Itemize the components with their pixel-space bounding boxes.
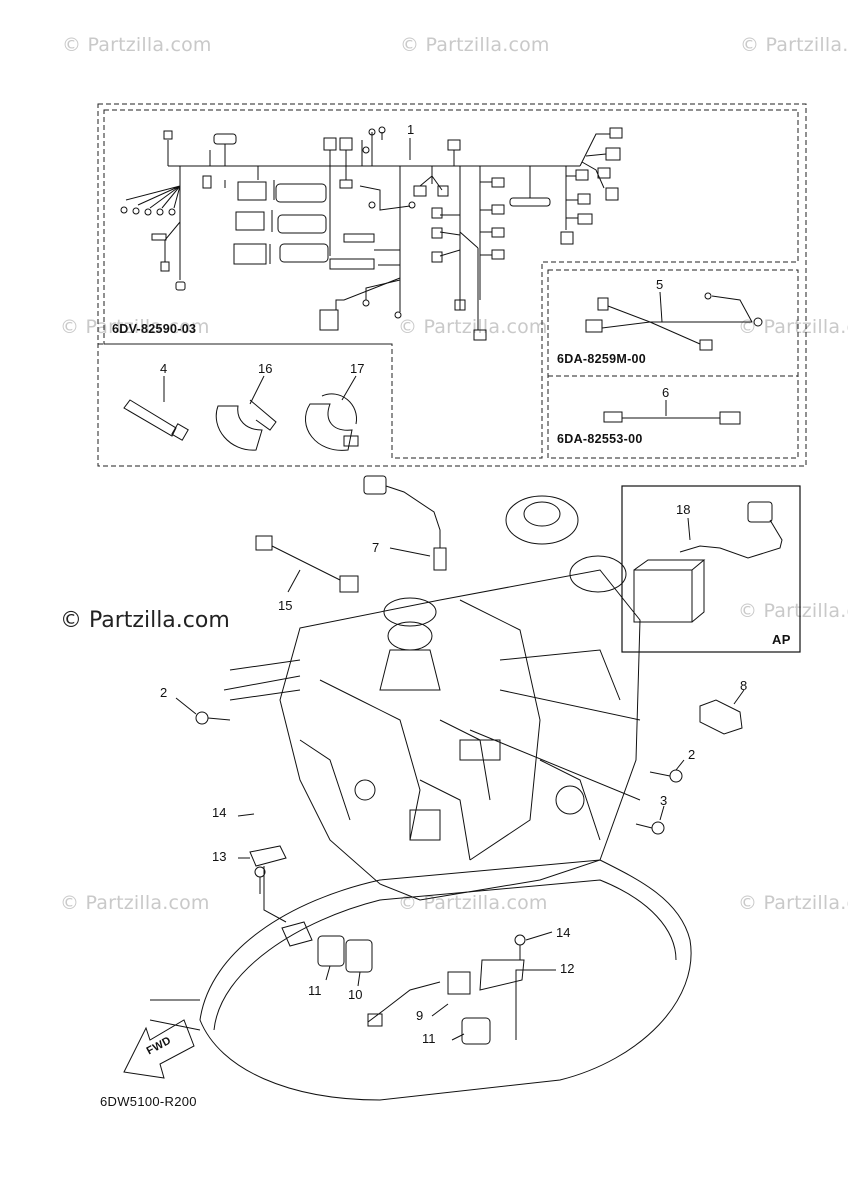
engine-block	[223, 495, 641, 901]
fwd-arrow	[123, 1019, 195, 1079]
watermark: © Partzilla.com	[60, 892, 210, 914]
callout-16: 16	[258, 361, 273, 376]
callout-13: 13	[212, 849, 227, 864]
sensor-7	[363, 475, 447, 571]
watermark: © Partzilla.com	[62, 34, 212, 56]
ap-box	[621, 485, 801, 653]
watermark: © Partzilla.com	[738, 316, 848, 338]
callout-10: 10	[348, 987, 363, 1002]
kit-code-sub-harness-5: 6DA-8259M-00	[557, 352, 647, 366]
callout-2-left: 2	[160, 685, 168, 700]
tie-strap	[123, 399, 189, 441]
watermark-featured: © Partzilla.com	[60, 608, 230, 633]
callout-11-left: 11	[308, 983, 322, 998]
callout-3: 3	[660, 793, 668, 808]
callout-4: 4	[160, 361, 168, 376]
sensor-15	[255, 535, 359, 593]
sub-harness-5	[585, 292, 763, 351]
watermark: © Partzilla.com	[400, 34, 550, 56]
figure-reference: 6DW5100-R200	[100, 1094, 197, 1109]
sub-harness-6	[603, 411, 741, 425]
clamp-17	[305, 393, 359, 451]
kit-code-sub-harness-6: 6DA-82553-00	[557, 432, 643, 446]
bolts	[195, 711, 683, 960]
callout-15: 15	[278, 598, 293, 613]
bracket-13	[249, 845, 287, 867]
callout-17: 17	[350, 361, 365, 376]
callout-14-left: 14	[212, 805, 227, 820]
watermark: © Partzilla.com	[398, 316, 548, 338]
callout-8: 8	[740, 678, 748, 693]
main-wire-harness	[120, 126, 623, 341]
callout-11-right: 11	[422, 1031, 436, 1046]
callout-18: 18	[676, 502, 691, 517]
watermark: © Partzilla.com	[738, 600, 848, 622]
callout-2-right: 2	[688, 747, 696, 762]
leader-lines	[163, 138, 745, 1041]
callout-6: 6	[662, 385, 670, 400]
callout-7: 7	[372, 540, 380, 555]
callout-9: 9	[416, 1008, 424, 1023]
ap-label: AP	[772, 632, 791, 647]
callout-14-right: 14	[556, 925, 571, 940]
kit-code-harness: 6DV-82590-03	[112, 322, 197, 336]
clamp-16	[215, 399, 277, 451]
sensor-8	[699, 699, 743, 735]
bottom-cowling	[149, 859, 692, 1101]
callout-12: 12	[560, 961, 575, 976]
callout-1: 1	[407, 122, 415, 137]
callout-5: 5	[656, 277, 664, 292]
harness-kit-frame	[97, 103, 807, 467]
watermark: © Partzilla.com	[60, 316, 210, 338]
watermark: © Partzilla.com	[738, 892, 848, 914]
watermark: © Partzilla.com	[740, 34, 848, 56]
